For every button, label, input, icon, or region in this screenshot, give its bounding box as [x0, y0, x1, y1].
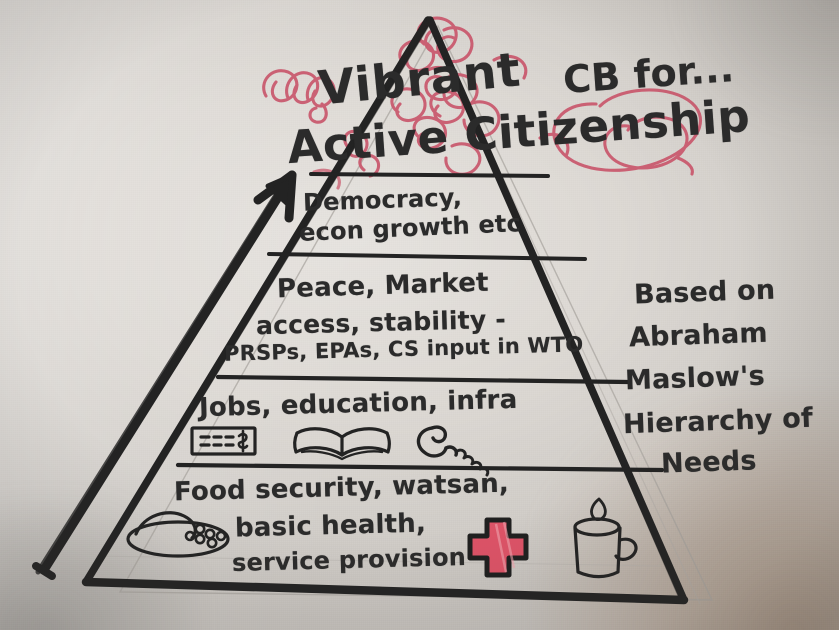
plate-of-food-icon — [126, 511, 230, 558]
pyramid-outline — [81, 16, 689, 605]
red-cross-icon — [467, 517, 529, 578]
telephone-icon — [416, 425, 490, 477]
tier-divider-lines — [175, 172, 665, 473]
paper-shadow-top-right — [669, 0, 839, 140]
upward-progress-arrow — [32, 170, 297, 580]
paper-shadow-bottom-right — [539, 390, 839, 630]
open-book-icon — [293, 427, 391, 461]
mug-icon — [573, 497, 638, 579]
banknote-icon — [190, 426, 257, 456]
